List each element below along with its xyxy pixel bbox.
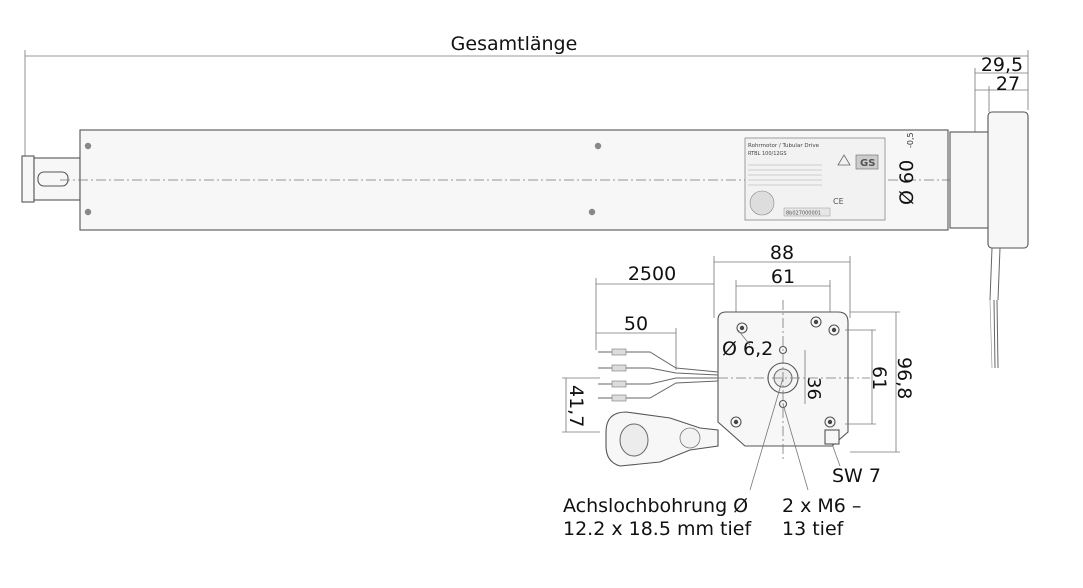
motor-head — [949, 131, 991, 229]
head-height-inner: 61 — [868, 366, 890, 390]
plug-height-label: 41,7 — [565, 385, 587, 427]
head-view-cable — [598, 348, 719, 402]
ce-mark-icon: CE — [833, 197, 844, 206]
cable-strip-label: 50 — [624, 313, 648, 335]
overall-length-label: Gesamtlänge — [451, 33, 578, 55]
type-plate: Rohrmotor / Tubular Drive RTBL 100/12GS … — [744, 137, 886, 221]
tube-diameter-label: Ø 60 — [896, 160, 918, 205]
cable-length-label: 2500 — [628, 263, 676, 285]
type-plate-serial: 8b027000001 — [786, 211, 821, 217]
head-cable — [989, 247, 1001, 369]
flange-outer-dim: 29,5 — [981, 54, 1023, 76]
center-offset-label: 36 — [803, 377, 824, 400]
warning-triangle-icon — [837, 154, 851, 166]
wrench-nut — [824, 429, 840, 445]
head-end-view: 88 61 2500 50 — [562, 242, 915, 540]
type-plate-line2: RTBL 100/12GS — [748, 151, 787, 157]
tube-diameter-tolerance: -0,5 — [906, 132, 915, 148]
adapter-end — [21, 155, 35, 203]
head-width-outer: 88 — [770, 242, 794, 264]
certification-logo-icon — [749, 190, 775, 216]
flange-dimensions: 29,5 27 — [974, 54, 1028, 135]
rivet — [594, 142, 602, 150]
svg-text:GS: GS — [860, 158, 875, 169]
adapter-slot — [37, 171, 69, 187]
rivet — [84, 208, 92, 216]
thread-label-line2: 13 tief — [782, 518, 845, 540]
head-width-inner: 61 — [771, 266, 795, 288]
overall-length-dimension: Gesamtlänge — [24, 33, 1029, 165]
axle-hole-label-line2: 12.2 x 18.5 mm tief — [563, 518, 752, 540]
head-flange — [987, 111, 1029, 249]
flange-inner-dim: 27 — [996, 73, 1020, 95]
thread-label-line1: 2 x M6 – — [782, 495, 861, 517]
head-height-outer: 96,8 — [893, 357, 915, 399]
plug-connector — [605, 411, 719, 467]
axle-hole-label-line1: Achslochbohrung Ø — [563, 495, 748, 517]
hole-diameter-label: Ø 6,2 — [722, 338, 773, 360]
wrench-size-label: SW 7 — [832, 465, 881, 487]
gs-mark-icon — [855, 154, 879, 170]
rivet — [84, 142, 92, 150]
motor-side-view: Rohrmotor / Tubular Drive RTBL 100/12GS … — [21, 111, 1029, 369]
type-plate-line1: Rohrmotor / Tubular Drive — [748, 143, 820, 149]
rivet — [588, 208, 596, 216]
